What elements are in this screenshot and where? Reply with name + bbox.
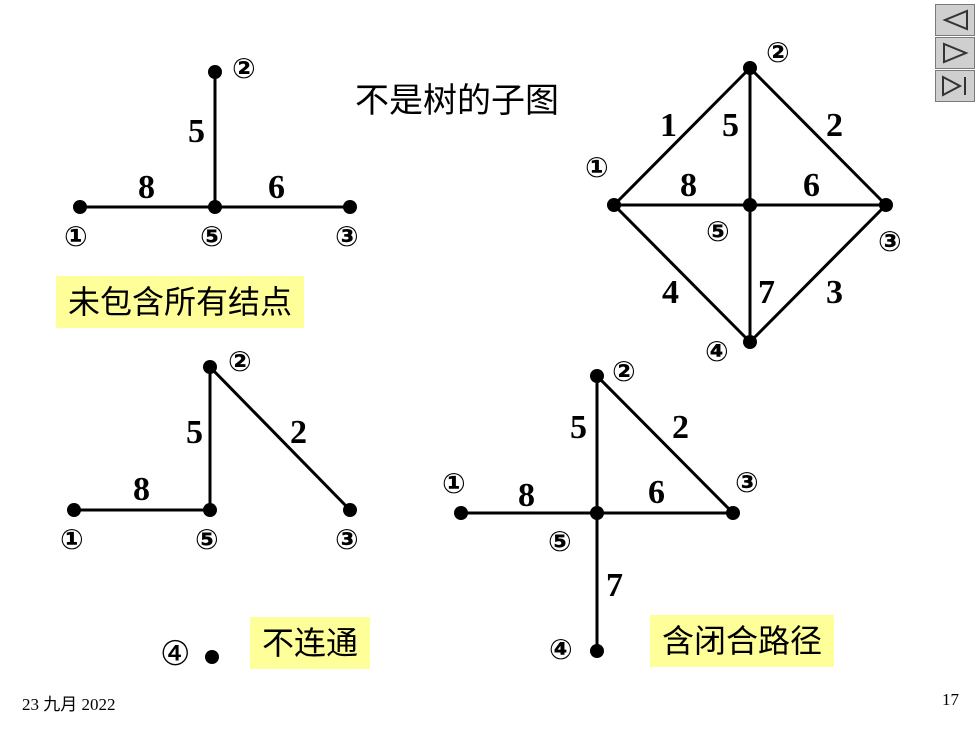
edge-weight: 4 xyxy=(662,274,679,311)
node-3 xyxy=(879,198,893,212)
edge-weight: 5 xyxy=(570,409,587,446)
node-5 xyxy=(590,506,604,520)
node-1 xyxy=(454,506,468,520)
edge-weight: 6 xyxy=(803,167,820,204)
caption-missing-nodes: 未包含所有结点 xyxy=(56,276,305,328)
edge-weight: 6 xyxy=(648,474,665,511)
triangle-left-icon xyxy=(942,9,968,31)
triangle-right-icon xyxy=(943,42,969,64)
node-2 xyxy=(590,369,604,383)
node-2 xyxy=(203,360,217,374)
node-3 xyxy=(726,506,740,520)
caption-disconnected: 不连通 xyxy=(250,617,371,669)
node-label: ⑤ xyxy=(706,215,730,248)
graph-disconnected: ② ① ⑤ ③ 5 2 8 xyxy=(60,345,359,664)
node-label: ④ xyxy=(705,335,729,368)
footer-date: 23 九月 2022 xyxy=(22,695,116,714)
edge-2 xyxy=(748,66,888,207)
node-1 xyxy=(67,503,81,517)
edge-2 xyxy=(208,365,352,512)
edge-weight: 8 xyxy=(133,471,150,508)
node-3 xyxy=(343,200,357,214)
isolated-node-4 xyxy=(205,650,219,664)
node-label: ③ xyxy=(335,220,359,253)
node-label: ② xyxy=(766,36,790,69)
prev-slide-button[interactable] xyxy=(935,4,975,36)
edge-2 xyxy=(595,374,735,515)
edge-weight: 7 xyxy=(606,567,623,604)
edge-weight: 5 xyxy=(722,107,739,144)
edge-weight: 7 xyxy=(758,274,775,311)
edge-weight: 5 xyxy=(188,113,205,150)
node-3 xyxy=(343,503,357,517)
node-label: ⑤ xyxy=(195,523,219,556)
node-label: ⑤ xyxy=(200,220,224,253)
isolated-node-label: ④ xyxy=(160,634,191,674)
node-label: ③ xyxy=(335,523,359,556)
node-label: ② xyxy=(612,355,636,388)
edge-weight: 2 xyxy=(290,414,307,451)
edge-1 xyxy=(612,66,752,207)
graph-missing-nodes: ② ① ⑤ ③ 5 8 6 xyxy=(64,52,359,253)
skip-to-end-icon xyxy=(942,75,966,97)
edge-weight: 8 xyxy=(518,477,535,514)
node-2 xyxy=(743,61,757,75)
node-label: ③ xyxy=(878,225,902,258)
last-slide-button[interactable] xyxy=(935,70,975,102)
node-label: ① xyxy=(442,467,466,500)
edge-weight: 2 xyxy=(672,409,689,446)
node-label: ⑤ xyxy=(548,525,572,558)
graph-closed-path: ② ① ③ ⑤ ④ 5 2 8 6 7 xyxy=(442,355,759,666)
next-slide-button[interactable] xyxy=(935,37,975,69)
node-1 xyxy=(607,198,621,212)
edge-weight: 2 xyxy=(826,107,843,144)
edge-3 xyxy=(748,203,888,344)
edge-weight: 3 xyxy=(826,274,843,311)
footer-page-number: 17 xyxy=(942,690,959,709)
node-5 xyxy=(208,200,222,214)
edge-weight: 8 xyxy=(680,167,697,204)
edge-4 xyxy=(612,203,752,344)
node-label: ② xyxy=(232,52,256,85)
node-label: ① xyxy=(64,220,88,253)
edge-weight: 5 xyxy=(186,414,203,451)
node-4 xyxy=(590,644,604,658)
node-1 xyxy=(73,200,87,214)
node-label: ④ xyxy=(549,633,573,666)
caption-closed-path: 含闭合路径 xyxy=(650,615,835,667)
edge-weight: 8 xyxy=(138,169,155,206)
node-label: ② xyxy=(228,345,252,378)
node-label: ③ xyxy=(735,466,759,499)
node-label: ① xyxy=(585,151,609,184)
edge-weight: 6 xyxy=(268,169,285,206)
node-2 xyxy=(208,65,222,79)
node-label: ① xyxy=(60,523,84,556)
node-5 xyxy=(743,198,757,212)
graph-full: ① ② ③ ④ ⑤ 1 2 3 4 5 6 7 8 xyxy=(585,36,902,368)
node-4 xyxy=(743,335,757,349)
node-5 xyxy=(203,503,217,517)
edge-weight: 1 xyxy=(660,107,677,144)
slide-title: 不是树的子图 xyxy=(355,81,559,121)
